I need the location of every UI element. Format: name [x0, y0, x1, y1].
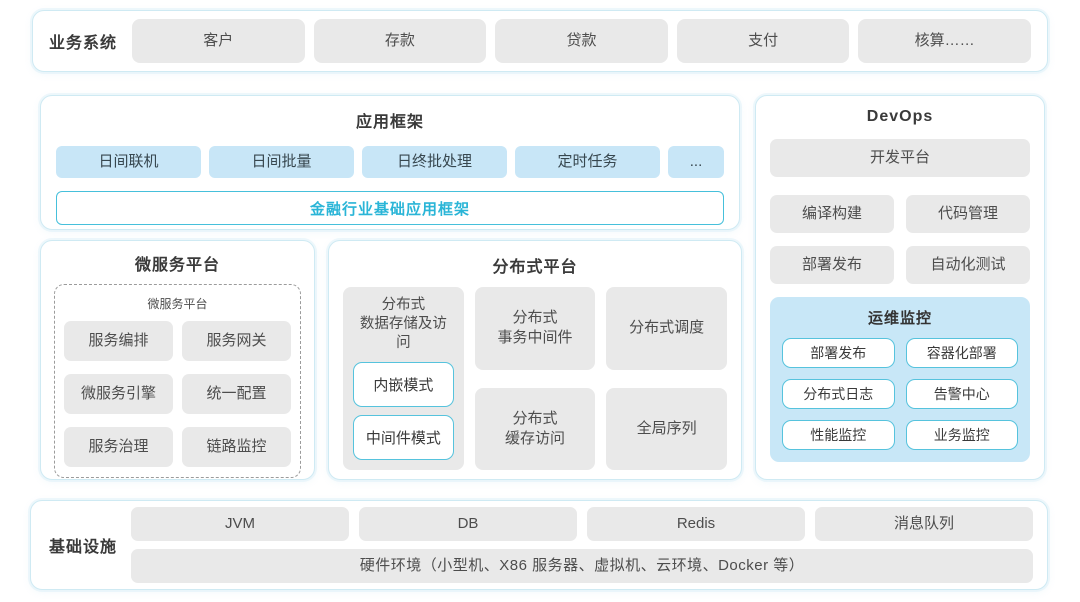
- business-systems-panel: 业务系统 客户 存款 贷款 支付 核算……: [32, 10, 1048, 72]
- ops-monitor-grid: 部署发布 容器化部署 分布式日志 告警中心 性能监控 业务监控: [782, 338, 1018, 450]
- distributed-grid: 分布式 数据存储及访问 内嵌模式 中间件模式 分布式 事务中间件 分布式调度 分…: [343, 287, 727, 470]
- node-redis: Redis: [587, 507, 805, 541]
- node-message-queue: 消息队列: [815, 507, 1033, 541]
- node-business-monitor: 业务监控: [905, 420, 1018, 450]
- distributed-storage-title: 分布式 数据存储及访问: [359, 297, 447, 351]
- infrastructure-body: JVM DB Redis 消息队列 硬件环境（小型机、X86 服务器、虚拟机、云…: [131, 507, 1033, 583]
- node-compile-build: 编译构建: [770, 195, 894, 233]
- node-distributed-logging: 分布式日志: [782, 379, 895, 409]
- node-scheduled-task: 定时任务: [515, 146, 660, 178]
- node-eod-batch-processing: 日终批处理: [362, 146, 507, 178]
- node-more-modules: ...: [668, 146, 724, 178]
- devops-title: DevOps: [866, 108, 934, 125]
- node-containerized-deploy: 容器化部署: [905, 338, 1018, 368]
- node-unified-config: 统一配置: [182, 374, 291, 414]
- node-code-management: 代码管理: [906, 195, 1030, 233]
- business-systems-label: 业务系统: [49, 35, 118, 52]
- microservice-inner-title: 微服务平台: [147, 297, 208, 311]
- base-framework-banner: 金融行业基础应用框架: [56, 191, 724, 225]
- app-framework-title: 应用框架: [355, 114, 424, 131]
- node-deposit: 存款: [313, 19, 487, 63]
- node-alert-center: 告警中心: [905, 379, 1018, 409]
- node-service-gateway: 服务网关: [182, 321, 291, 361]
- infrastructure-panel: 基础设施 JVM DB Redis 消息队列 硬件环境（小型机、X86 服务器、…: [30, 500, 1048, 590]
- node-hardware-environment: 硬件环境（小型机、X86 服务器、虚拟机、云环境、Docker 等）: [131, 549, 1033, 583]
- node-service-orchestration: 服务编排: [64, 321, 173, 361]
- node-service-governance: 服务治理: [64, 427, 173, 467]
- node-automated-testing: 自动化测试: [906, 246, 1030, 284]
- node-distributed-transaction-middleware: 分布式 事务中间件: [474, 287, 596, 370]
- node-dev-platform: 开发平台: [770, 139, 1030, 177]
- node-monitor-deploy-release: 部署发布: [782, 338, 895, 368]
- node-distributed-cache-access: 分布式 缓存访问: [474, 387, 596, 470]
- app-framework-panel: 应用框架 日间联机 日间批量 日终批处理 定时任务 ... 金融行业基础应用框架: [40, 95, 740, 230]
- ops-monitor-title: 运维监控: [867, 310, 932, 327]
- distributed-title: 分布式平台: [492, 259, 578, 276]
- node-jvm: JVM: [131, 507, 349, 541]
- node-middleware-mode: 中间件模式: [353, 414, 454, 460]
- microservice-panel: 微服务平台 微服务平台 服务编排 服务网关 微服务引擎 统一配置 服务治理 链路…: [40, 240, 315, 480]
- microservice-title: 微服务平台: [134, 257, 220, 274]
- node-distributed-scheduler: 分布式调度: [606, 287, 727, 370]
- node-daytime-batch: 日间批量: [209, 146, 354, 178]
- node-microservice-engine: 微服务引擎: [64, 374, 173, 414]
- node-payment: 支付: [676, 19, 850, 63]
- app-framework-modules-row: 日间联机 日间批量 日终批处理 定时任务 ...: [56, 146, 724, 178]
- infrastructure-label: 基础设施: [49, 539, 118, 556]
- distributed-storage-group: 分布式 数据存储及访问 内嵌模式 中间件模式: [343, 287, 464, 470]
- microservice-inner-group: 微服务平台 服务编排 服务网关 微服务引擎 统一配置 服务治理 链路监控: [54, 284, 301, 478]
- node-performance-monitor: 性能监控: [782, 420, 895, 450]
- node-trace-monitor: 链路监控: [182, 427, 291, 467]
- microservice-grid: 服务编排 服务网关 微服务引擎 统一配置 服务治理 链路监控: [64, 321, 291, 467]
- distributed-panel: 分布式平台 分布式 数据存储及访问 内嵌模式 中间件模式 分布式 事务中间件 分…: [328, 240, 742, 480]
- node-db: DB: [359, 507, 577, 541]
- ops-monitor-group: 运维监控 部署发布 容器化部署 分布式日志 告警中心 性能监控 业务监控: [770, 297, 1030, 462]
- node-customer: 客户: [132, 19, 305, 63]
- devops-tools-grid: 编译构建 代码管理 部署发布 自动化测试: [770, 195, 1030, 284]
- node-embedded-mode: 内嵌模式: [353, 361, 454, 407]
- node-global-sequence: 全局序列: [606, 387, 727, 470]
- node-loan: 贷款: [495, 19, 668, 63]
- node-daytime-online: 日间联机: [56, 146, 201, 178]
- infrastructure-row: JVM DB Redis 消息队列: [131, 507, 1033, 541]
- node-accounting-etc: 核算……: [858, 19, 1031, 63]
- node-deploy-release: 部署发布: [770, 246, 894, 284]
- devops-panel: DevOps 开发平台 编译构建 代码管理 部署发布 自动化测试 运维监控 部署…: [755, 95, 1045, 480]
